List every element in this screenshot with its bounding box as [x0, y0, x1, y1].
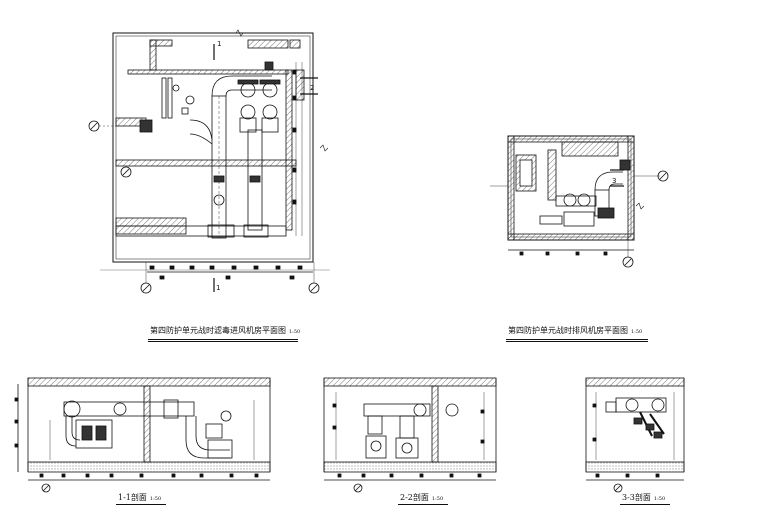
section-2-underline — [398, 504, 448, 505]
section-3-title-text: 3-3剖面 — [622, 493, 651, 502]
section-2-drawing — [323, 377, 497, 493]
section-1-scale: 1:50 — [149, 496, 162, 502]
plan-exhaust-drawing — [490, 135, 669, 268]
section-3-underline — [620, 504, 670, 505]
section-3-drawing — [585, 377, 685, 493]
plan-intake-mark-bottom: 1 — [216, 284, 220, 292]
plan-exhaust-mark: 3 — [612, 177, 616, 185]
plan-intake-underline-thin — [148, 341, 298, 342]
plan-intake-drawing — [88, 29, 330, 294]
plan-intake-mark-top: 1 — [217, 40, 221, 48]
plan-exhaust-underline — [506, 339, 648, 340]
section-1-title-text: 1-1剖面 — [118, 493, 147, 502]
plan-exhaust-scale: 1:50 — [631, 329, 643, 335]
section-1-underline — [116, 504, 166, 505]
plan-intake-mark-right: 2 — [310, 84, 314, 92]
plan-exhaust-underline-thin — [506, 341, 648, 342]
section-2-title-text: 2-2剖面 — [400, 493, 429, 502]
plan-intake-title-text: 第四防护单元战时滤毒进风机房平面图 — [150, 326, 286, 335]
plan-intake-scale: 1:50 — [289, 329, 301, 335]
plan-intake-underline — [148, 339, 298, 340]
plan-exhaust-title-text: 第四防护单元战时排风机房平面图 — [508, 326, 628, 335]
section-1-drawing — [14, 377, 271, 493]
section-2-scale: 1:50 — [431, 496, 444, 502]
section-3-scale: 1:50 — [653, 496, 666, 502]
